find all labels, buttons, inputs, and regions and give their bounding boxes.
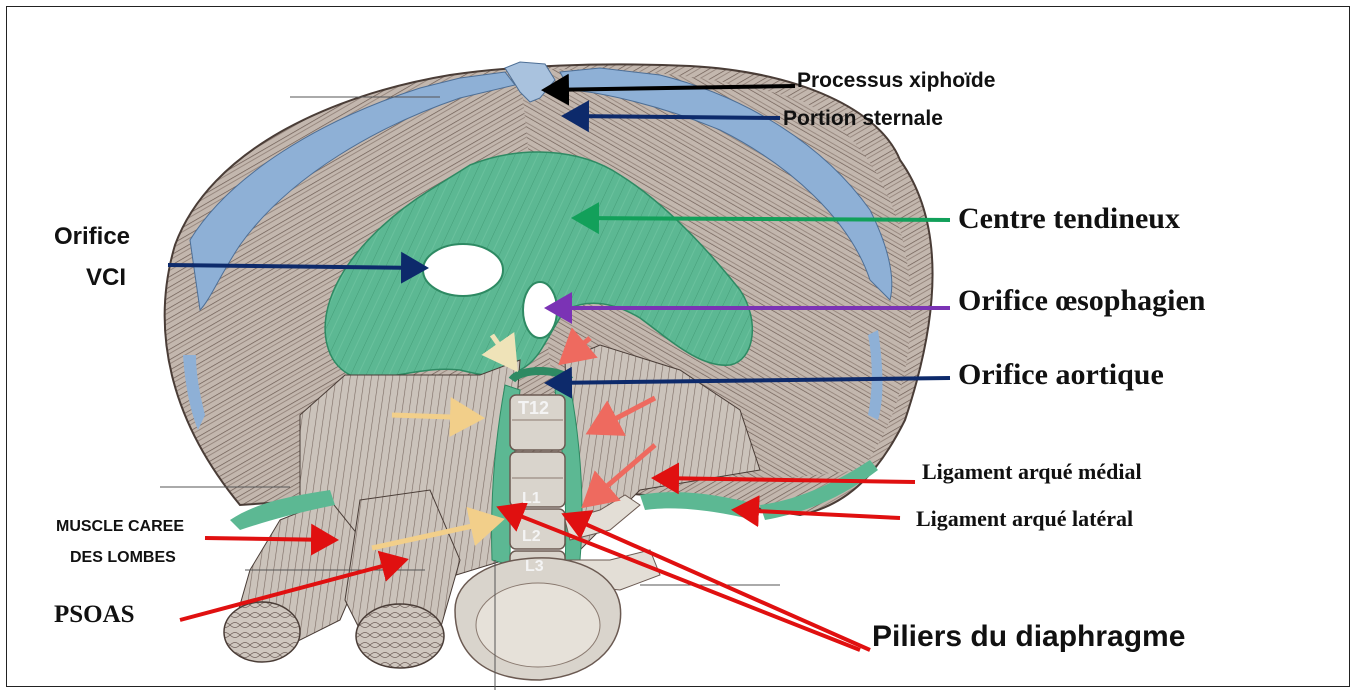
vci-orifice [423, 244, 503, 296]
label-ligament-arque-medial: Ligament arqué médial [922, 461, 1142, 483]
label-ligament-arque-lateral: Ligament arqué latéral [916, 508, 1133, 530]
vertebra-l2-label: L2 [522, 528, 541, 546]
label-orifice-vci-line2: VCI [86, 266, 126, 290]
label-psoas: PSOAS [54, 602, 135, 627]
label-centre-tendineux: Centre tendineux [958, 204, 1180, 234]
vertebra-l1-label: L1 [522, 490, 541, 508]
label-piliers-du-diaphragme: Piliers du diaphragme [872, 622, 1185, 652]
label-orifice-vci-line1: Orifice [54, 225, 130, 249]
label-orifice-aortique: Orifice aortique [958, 360, 1164, 390]
arrow-beige-1 [392, 415, 480, 418]
label-portion-sternale: Portion sternale [783, 108, 943, 129]
arrow-muscle-carre [205, 538, 335, 540]
arrow-portion-sternale [565, 116, 780, 118]
arrow-centre-tendineux [575, 218, 950, 220]
label-orifice-oesophagien: Orifice œsophagien [958, 286, 1206, 316]
vertebra-t12-label: T12 [518, 398, 549, 419]
label-muscle-carre-line2: DES LOMBES [70, 550, 176, 566]
vertebra-l3-label: L3 [525, 558, 544, 576]
label-processus-xiphoide: Processus xiphoïde [797, 70, 995, 91]
label-muscle-carre-line1: MUSCLE CAREE [56, 519, 184, 535]
